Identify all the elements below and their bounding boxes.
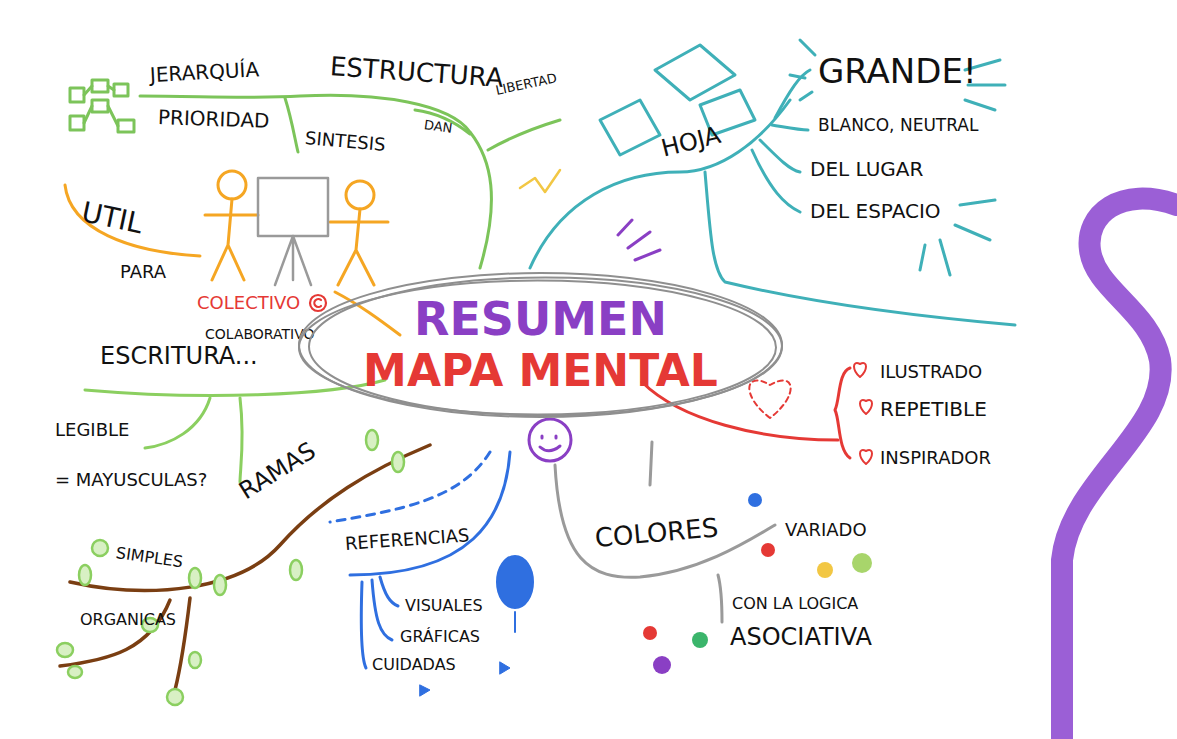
map-label: UTIL [79,196,146,240]
map-label: COLABORATIVO [205,326,315,342]
map-label: HOJA [659,122,724,163]
map-label: DAN [423,118,453,137]
map-label: PRIORIDAD [158,106,270,133]
map-label: RAMAS [235,437,321,505]
map-label: ASOCIATIVA [730,624,872,652]
map-label: BLANCO, NEUTRAL [818,116,978,136]
map-label: REFERENCIAS [344,525,470,554]
map-label: VISUALES [405,597,483,615]
map-label: = MAYUSCULAS? [55,470,207,491]
map-label: VARIADO [785,520,867,541]
map-label: PARA [120,262,166,283]
map-label: SINTESIS [304,128,386,156]
map-label: JERARQUÍA [149,58,259,87]
map-label: ESCRITURA... [100,343,258,371]
map-label: ILUSTRADO [880,362,982,383]
map-label: GRANDE! [818,52,977,91]
map-label: COLORES [594,513,720,554]
map-label: SIMPLES [115,544,184,572]
map-label: LIBERTAD [494,71,558,99]
map-label: LEGIBLE [55,420,129,441]
map-label: ORGANICAS [80,611,176,629]
map-label: CUIDADAS [372,656,456,674]
map-label: COLECTIVO [197,293,300,314]
map-label: DEL LUGAR [810,158,923,181]
map-label: REPETIBLE [880,398,987,421]
map-label: ESTRUCTURA [329,52,504,94]
central-ellipse: RESUMENMAPA MENTAL [293,267,788,423]
node-text: RESUMEN [293,293,788,346]
node-text: MAPA MENTAL [293,346,788,397]
map-label: DEL ESPACIO [810,200,941,223]
map-label: CON LA LOGICA [732,595,858,613]
map-label: GRÁFICAS [400,628,480,646]
map-label: INSPIRADOR [880,448,991,469]
